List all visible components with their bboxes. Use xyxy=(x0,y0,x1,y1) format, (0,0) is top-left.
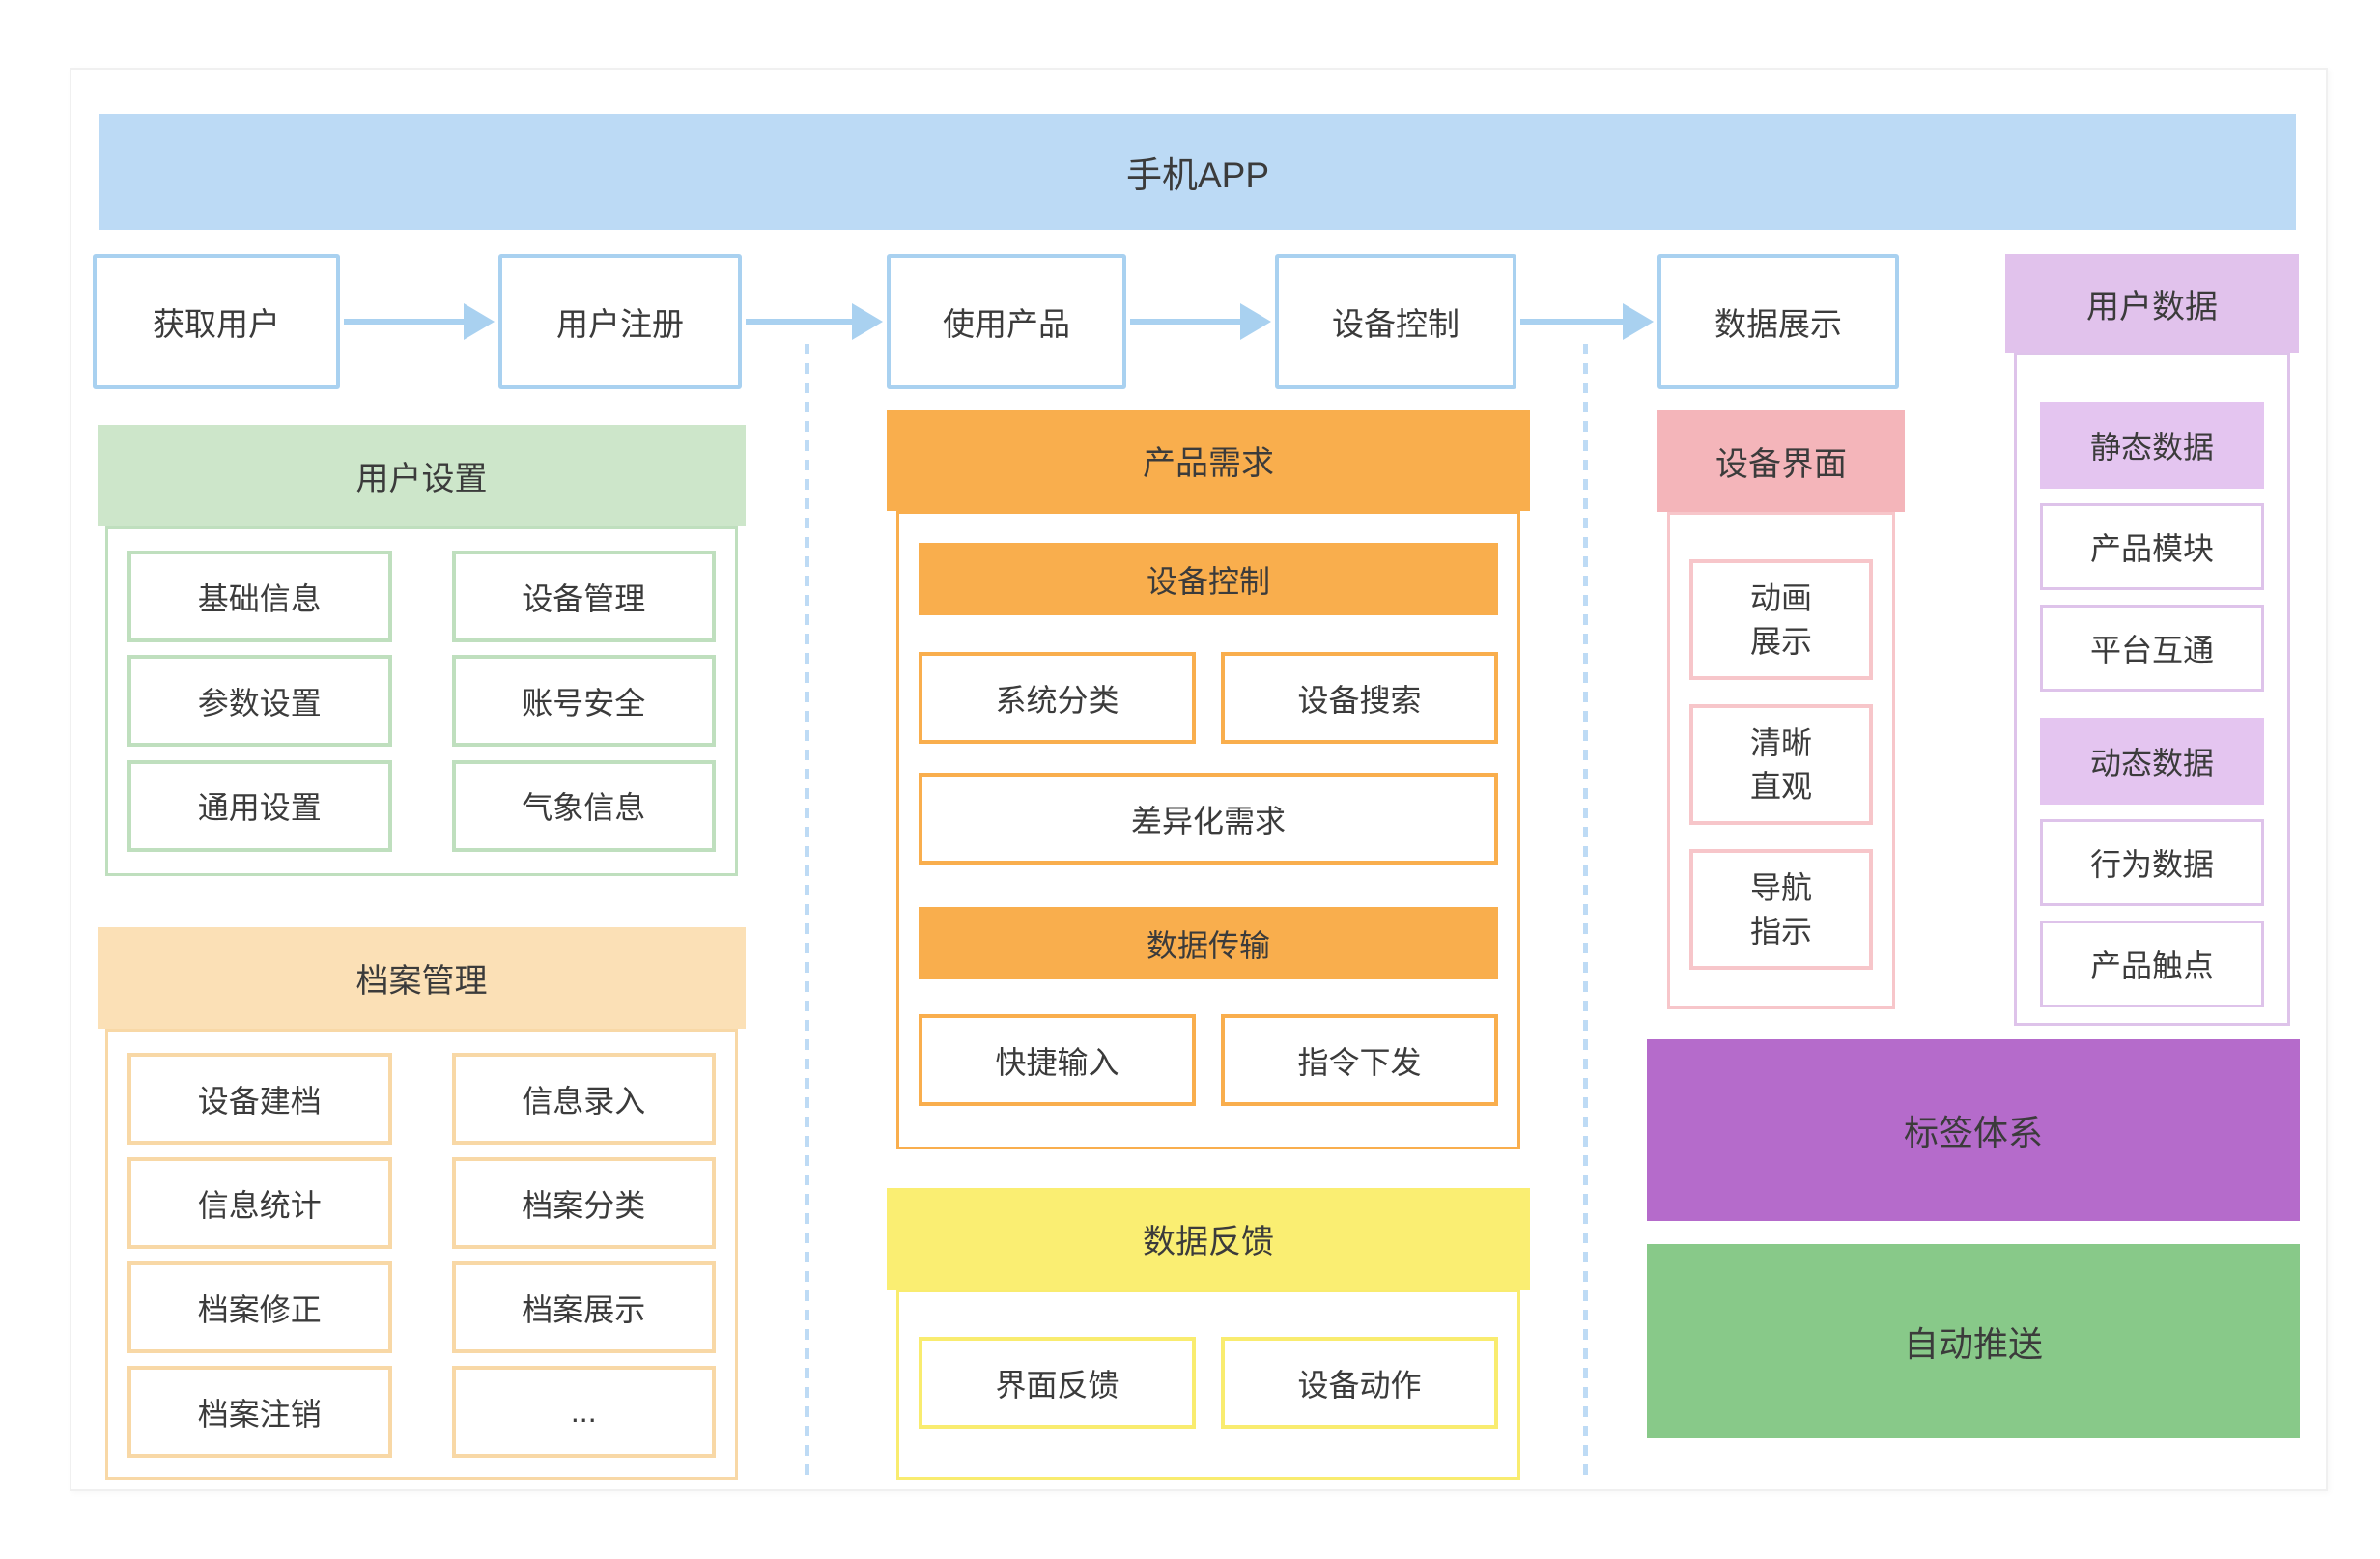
section-data-feedback: 数据反馈 界面反馈 设备动作 xyxy=(887,1188,1530,1480)
item-row: 系统分类 设备搜索 xyxy=(919,652,1498,744)
section-user-data: 用户数据 静态数据 产品模块 平台互通 动态数据 行为数据 产品触点 xyxy=(2005,254,2299,1026)
item-basic-info: 基础信息 xyxy=(128,551,392,642)
item-archive-cancellation: 档案注销 xyxy=(128,1366,392,1458)
item-ui-feedback: 界面反馈 xyxy=(919,1337,1196,1429)
section-body: 设备控制 系统分类 设备搜索 差异化需求 数据传输 快捷输入 指令下发 xyxy=(896,511,1520,1149)
box-tag-system: 标签体系 xyxy=(1647,1039,2300,1221)
section-title: 用户设置 xyxy=(98,425,746,526)
flow-step-use-product: 使用产品 xyxy=(887,254,1126,389)
section-body: 动画 展示 清晰 直观 导航 指示 xyxy=(1667,512,1895,1009)
section-body: 界面反馈 设备动作 xyxy=(896,1290,1520,1480)
item-archive-correction: 档案修正 xyxy=(128,1261,392,1353)
arrow-shaft xyxy=(1520,319,1623,325)
item-device-management: 设备管理 xyxy=(451,551,716,642)
section-body: 设备建档 信息录入 信息统计 档案分类 档案修正 档案展示 档案注销 ... xyxy=(105,1029,738,1480)
item-command-dispatch: 指令下发 xyxy=(1221,1014,1498,1106)
item-navigation-indication: 导航 指示 xyxy=(1689,849,1873,970)
item-device-action: 设备动作 xyxy=(1221,1337,1498,1429)
item-row: 界面反馈 设备动作 xyxy=(899,1337,1517,1429)
arrow-shaft xyxy=(1130,319,1240,325)
section-body: 静态数据 产品模块 平台互通 动态数据 行为数据 产品触点 xyxy=(2014,353,2290,1026)
item-platform-interop: 平台互通 xyxy=(2040,605,2264,692)
arrow-shaft xyxy=(746,319,852,325)
section-body: 基础信息 设备管理 参数设置 账号安全 通用设置 气象信息 xyxy=(105,526,738,876)
flow-step-user-register: 用户注册 xyxy=(498,254,742,389)
item-clear-intuitive: 清晰 直观 xyxy=(1689,704,1873,825)
item-archive-classification: 档案分类 xyxy=(451,1157,716,1249)
item-device-filing: 设备建档 xyxy=(128,1053,392,1145)
item-archive-display: 档案展示 xyxy=(451,1261,716,1353)
section-title: 数据反馈 xyxy=(887,1188,1530,1290)
item-weather-info: 气象信息 xyxy=(451,759,716,852)
section-title: 产品需求 xyxy=(887,410,1530,511)
section-archive-management: 档案管理 设备建档 信息录入 信息统计 档案分类 档案修正 档案展示 档案注销 … xyxy=(98,927,746,1480)
app-banner: 手机APP xyxy=(99,114,2296,230)
arrow-head xyxy=(852,303,883,340)
item-differentiated-needs: 差异化需求 xyxy=(919,773,1498,865)
flow-step-get-users: 获取用户 xyxy=(93,254,340,389)
arrow-shaft xyxy=(344,319,464,325)
item-system-classification: 系统分类 xyxy=(919,652,1196,744)
subheader-data-transmission: 数据传输 xyxy=(919,907,1498,979)
flow-step-device-control: 设备控制 xyxy=(1275,254,1516,389)
section-title: 设备界面 xyxy=(1658,410,1905,512)
section-title: 用户数据 xyxy=(2005,254,2299,353)
section-user-settings: 用户设置 基础信息 设备管理 参数设置 账号安全 通用设置 气象信息 xyxy=(98,425,746,876)
box-auto-push: 自动推送 xyxy=(1647,1244,2300,1438)
flow-arrow-icon xyxy=(746,303,883,340)
item-quick-input: 快捷输入 xyxy=(919,1014,1196,1106)
section-device-interface: 设备界面 动画 展示 清晰 直观 导航 指示 xyxy=(1658,410,1905,1009)
section-product-requirements: 产品需求 设备控制 系统分类 设备搜索 差异化需求 数据传输 快捷输入 指令下发 xyxy=(887,410,1530,1149)
item-account-security: 账号安全 xyxy=(451,655,716,748)
item-product-touchpoint: 产品触点 xyxy=(2040,921,2264,1007)
item-product-module: 产品模块 xyxy=(2040,503,2264,590)
arrow-head xyxy=(1240,303,1271,340)
dotted-separator-left xyxy=(805,344,809,1482)
item-device-search: 设备搜索 xyxy=(1221,652,1498,744)
app-banner-title: 手机APP xyxy=(1125,156,1270,195)
dotted-separator-right xyxy=(1583,344,1588,1482)
item-static-data: 静态数据 xyxy=(2040,402,2264,489)
arrow-head xyxy=(1623,303,1654,340)
flow-arrow-icon xyxy=(1130,303,1271,340)
item-behavior-data: 行为数据 xyxy=(2040,819,2264,906)
section-title: 档案管理 xyxy=(98,927,746,1029)
flow-arrow-icon xyxy=(344,303,495,340)
item-more-ellipsis: ... xyxy=(451,1366,716,1458)
item-row: 快捷输入 指令下发 xyxy=(919,1014,1498,1106)
subheader-device-control: 设备控制 xyxy=(919,543,1498,615)
item-general-settings: 通用设置 xyxy=(128,759,392,852)
item-info-statistics: 信息统计 xyxy=(128,1157,392,1249)
item-param-settings: 参数设置 xyxy=(128,655,392,748)
item-dynamic-data: 动态数据 xyxy=(2040,718,2264,805)
item-animation-display: 动画 展示 xyxy=(1689,559,1873,680)
flow-arrow-icon xyxy=(1520,303,1654,340)
flow-step-data-display: 数据展示 xyxy=(1658,254,1899,389)
arrow-head xyxy=(464,303,495,340)
item-info-entry: 信息录入 xyxy=(451,1053,716,1145)
